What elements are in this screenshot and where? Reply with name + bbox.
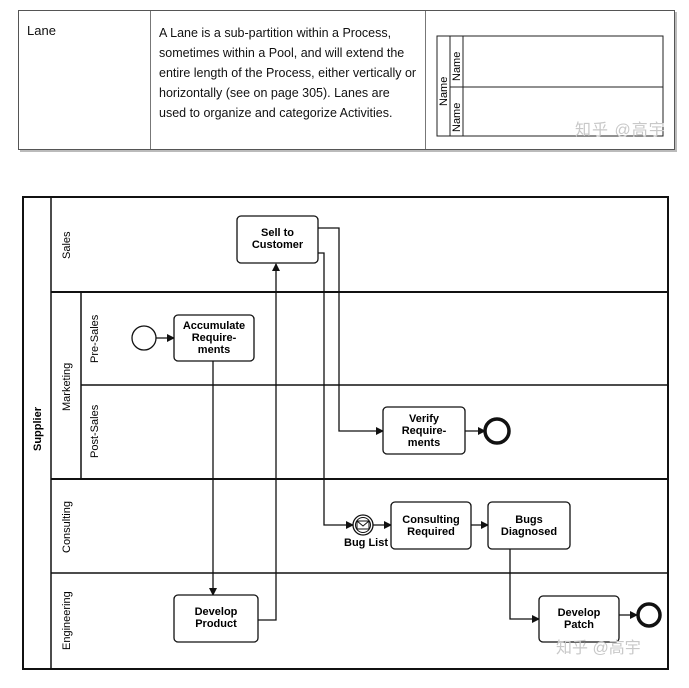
- message-event-icon: [352, 514, 374, 536]
- task-label: Diagnosed: [501, 526, 557, 538]
- task-label: ments: [198, 344, 230, 356]
- task-label: Verify: [409, 413, 440, 425]
- pool-label: Supplier: [32, 406, 44, 451]
- task-accumulate-requirements: Accumulate Require- ments: [173, 314, 255, 362]
- lane-icon-cell: Name Name Name 知乎 @高宇: [427, 11, 674, 149]
- lane-name-label-1: Name: [451, 52, 463, 81]
- start-event: [131, 325, 157, 351]
- lane-label-marketing: Marketing: [61, 363, 73, 411]
- description-text: A Lane is a sub-partition within a Proce…: [159, 26, 417, 120]
- task-label: Develop: [195, 606, 238, 618]
- term-cell: Lane: [19, 11, 151, 149]
- task-label: Bugs: [515, 514, 543, 526]
- flow-sell-to-verify: [318, 227, 384, 435]
- task-develop-patch: Develop Patch: [538, 595, 620, 643]
- lane-label-pre-sales: Pre-Sales: [89, 314, 101, 363]
- task-label: Accumulate: [183, 320, 245, 332]
- watermark-top: 知乎 @高宇: [575, 122, 666, 139]
- lane-label-sales: Sales: [61, 231, 73, 259]
- task-label: Customer: [252, 239, 304, 251]
- task-verify-requirements: Verify Require- ments: [382, 406, 466, 455]
- message-event-label: Bug List: [344, 537, 388, 549]
- pool-name-label: Name: [438, 77, 450, 106]
- task-develop-product: Develop Product: [173, 594, 259, 643]
- task-label: Required: [407, 526, 455, 538]
- lane-label-post-sales: Post-Sales: [89, 404, 101, 458]
- flow-develop-to-sell: [258, 263, 280, 621]
- flow-sell-to-buglist: [318, 252, 354, 529]
- lane-label-consulting: Consulting: [61, 501, 73, 553]
- term-text: Lane: [27, 23, 56, 38]
- lane-notation-icon: Name Name Name: [436, 35, 664, 137]
- bpmn-diagram: Supplier Sales Marketing Pre-Sales Post-…: [18, 195, 674, 678]
- lane-definition-row: Lane A Lane is a sub-partition within a …: [18, 10, 675, 150]
- lane-name-label-2: Name: [451, 103, 463, 132]
- description-cell: A Lane is a sub-partition within a Proce…: [152, 11, 426, 149]
- task-consulting-required: Consulting Required: [390, 501, 472, 550]
- task-label: Consulting: [402, 514, 459, 526]
- end-event-verify: [483, 417, 511, 445]
- lane-label-engineering: Engineering: [61, 591, 73, 650]
- task-sell-to-customer: Sell to Customer: [236, 215, 319, 264]
- end-event-patch: [636, 602, 662, 628]
- task-label: ments: [408, 437, 440, 449]
- flow-bugs-to-patch: [509, 549, 540, 623]
- task-label: Require-: [192, 332, 237, 344]
- task-label: Product: [195, 618, 237, 630]
- watermark-bottom: 知乎 @高宇: [556, 639, 641, 657]
- task-label: Patch: [564, 619, 594, 631]
- task-label: Sell to: [261, 227, 294, 239]
- task-label: Develop: [558, 607, 601, 619]
- task-label: Require-: [402, 425, 447, 437]
- task-bugs-diagnosed: Bugs Diagnosed: [487, 501, 571, 550]
- pool-frame: [22, 196, 669, 670]
